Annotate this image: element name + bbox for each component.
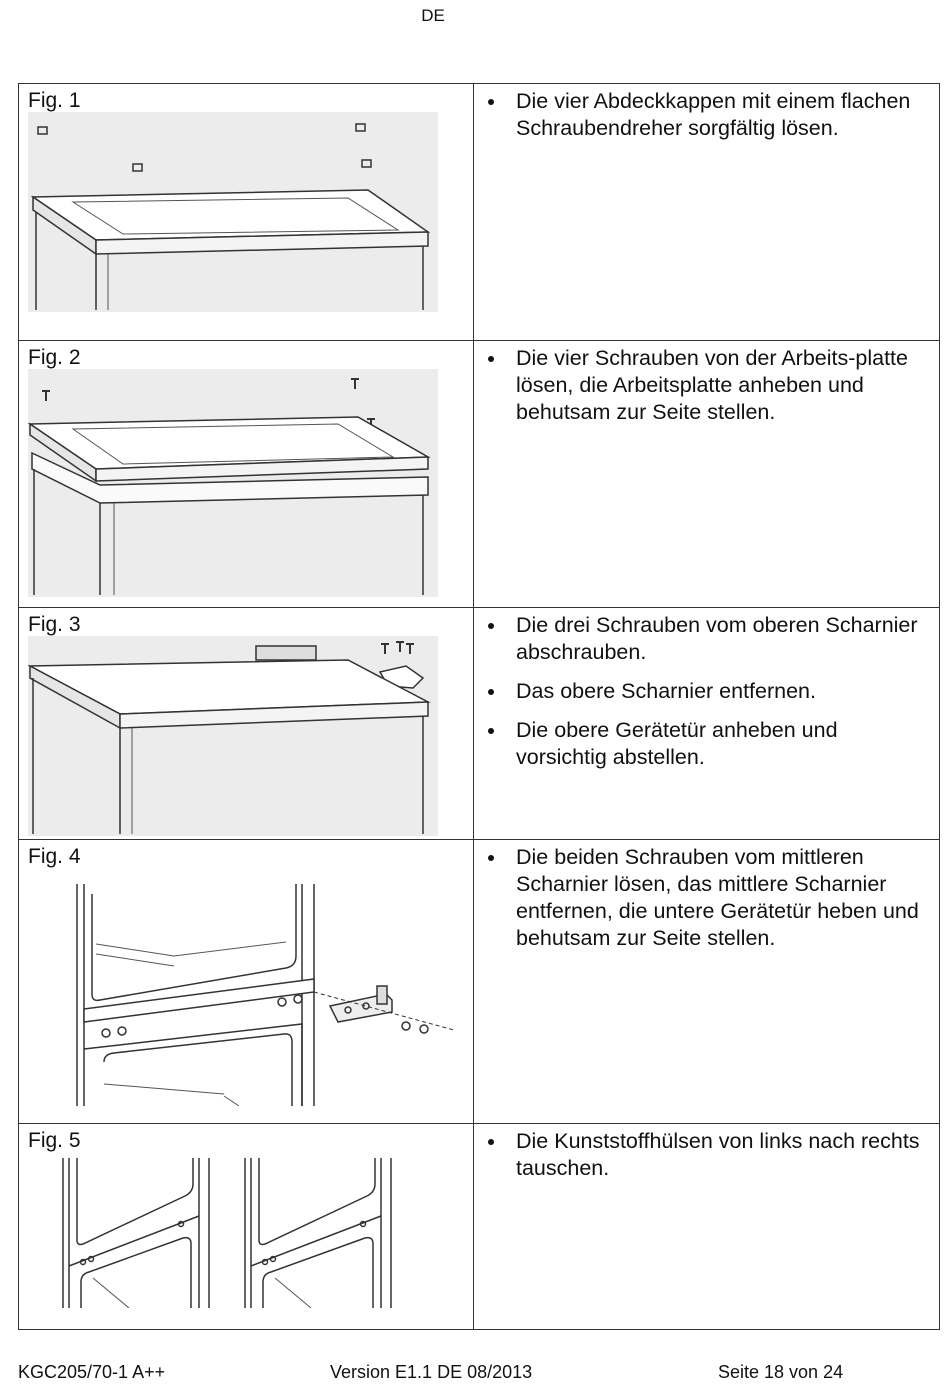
- step-list: Die Kunststoffhülsen von links nach rech…: [474, 1124, 939, 1182]
- step-item: Die obere Gerätetür anheben und vorsicht…: [488, 717, 931, 771]
- table-row: Fig. 4: [18, 839, 940, 1124]
- instruction-table: Fig. 1 Die vier Abdeckkappen mit einem f…: [18, 83, 940, 1330]
- step-item: Die vier Abdeckkappen mit einem flachen …: [488, 88, 931, 142]
- figure-label: Fig. 3: [28, 613, 81, 636]
- figure-cell: Fig. 2: [18, 340, 474, 608]
- step-list: Die vier Abdeckkappen mit einem flachen …: [474, 84, 939, 142]
- language-label: DE: [421, 6, 445, 25]
- table-row: Fig. 1 Die vier Abdeckkappen mit einem f…: [18, 83, 940, 341]
- figure-cell: Fig. 1: [18, 83, 474, 341]
- footer-model: KGC205/70-1 A++: [18, 1362, 166, 1382]
- fig2-illustration: [28, 369, 438, 597]
- step-item: Die Kunststoffhülsen von links nach rech…: [488, 1128, 931, 1182]
- text-cell: Die beiden Schrauben vom mittleren Schar…: [473, 839, 940, 1124]
- step-item: Die drei Schrauben vom oberen Scharnier …: [488, 612, 931, 666]
- step-list: Die drei Schrauben vom oberen Scharnier …: [474, 608, 939, 771]
- table-row: Fig. 2 Di: [18, 340, 940, 608]
- step-list: Die vier Schrauben von der Arbeits-platt…: [474, 341, 939, 426]
- footer-version: Version E1.1 DE 08/2013: [330, 1362, 533, 1382]
- fig4-illustration: [76, 884, 455, 1106]
- figure-cell: Fig. 5: [18, 1123, 474, 1330]
- text-cell: Die drei Schrauben vom oberen Scharnier …: [473, 607, 940, 840]
- fig1-illustration: [28, 112, 438, 312]
- step-item: Die vier Schrauben von der Arbeits-platt…: [488, 345, 931, 426]
- text-cell: Die vier Abdeckkappen mit einem flachen …: [473, 83, 940, 341]
- fig3-illustration: [28, 636, 438, 836]
- figure-cell: Fig. 3: [18, 607, 474, 840]
- table-row: Fig. 5: [18, 1123, 940, 1330]
- step-item: Das obere Scharnier entfernen.: [488, 678, 931, 705]
- figure-label: Fig. 5: [28, 1129, 81, 1152]
- figure-label: Fig. 4: [28, 845, 81, 868]
- step-list: Die beiden Schrauben vom mittleren Schar…: [474, 840, 939, 952]
- table-row: Fig. 3 Die drei Schr: [18, 607, 940, 840]
- footer-page-number: Seite 18 von 24: [718, 1362, 844, 1382]
- figure-label: Fig. 1: [28, 89, 81, 112]
- figure-label: Fig. 2: [28, 346, 81, 369]
- text-cell: Die vier Schrauben von der Arbeits-platt…: [473, 340, 940, 608]
- fig5-illustration: [62, 1158, 392, 1308]
- figure-cell: Fig. 4: [18, 839, 474, 1124]
- text-cell: Die Kunststoffhülsen von links nach rech…: [473, 1123, 940, 1330]
- step-item: Die beiden Schrauben vom mittleren Schar…: [488, 844, 931, 952]
